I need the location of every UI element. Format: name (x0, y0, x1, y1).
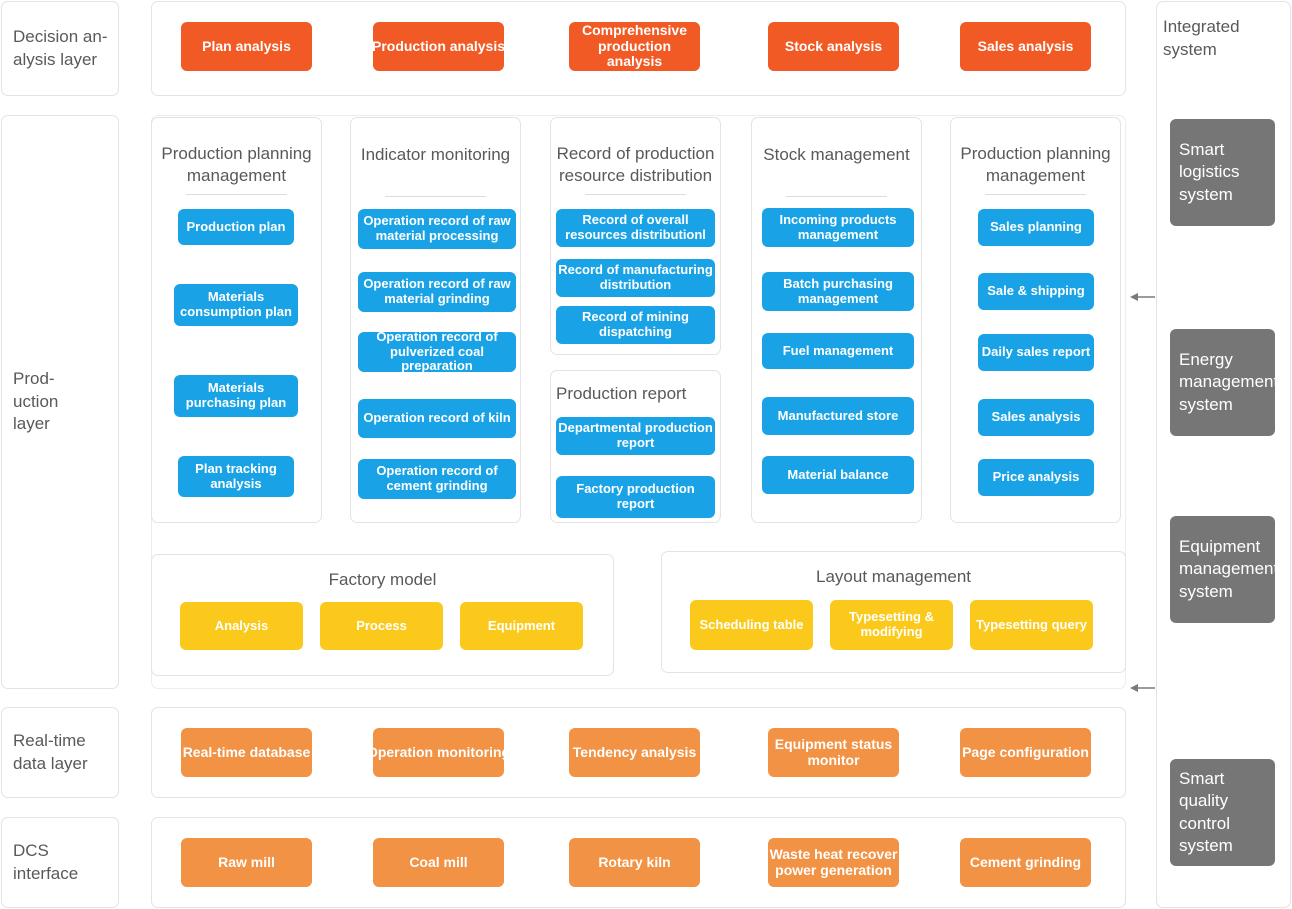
integrated-system-title: Integrated system (1163, 17, 1240, 59)
chip-equipment[interactable]: Equipment (460, 602, 583, 650)
chip-operation-record-raw-material-processing[interactable]: Operation record of raw material process… (358, 209, 516, 249)
chip-analysis[interactable]: Analysis (180, 602, 303, 650)
chip-typesetting-query[interactable]: Typesetting query (970, 600, 1093, 650)
chip-typesetting-and-modifying[interactable]: Typesetting & modifying (830, 600, 953, 650)
section-title: Production report (556, 384, 687, 403)
layout-management-title: Layout management (816, 567, 971, 586)
chip-raw-mill[interactable]: Raw mill (181, 838, 312, 887)
factory-model-title: Factory model (328, 570, 437, 589)
section-title: Production planning management (161, 144, 312, 186)
chip-operation-record-kiln[interactable]: Operation record of kiln (358, 399, 516, 438)
chip-departmental-production-report[interactable]: Departmental production report (556, 417, 715, 455)
chip-sales-planning[interactable]: Sales planning (978, 209, 1094, 246)
chip-operation-record-pulverized-coal-preparation[interactable]: Operation record of pulverized coal prep… (358, 329, 516, 373)
chip-comprehensive-production-analysis[interactable]: Comprehensive production analysis (569, 22, 700, 71)
layer-label-decision-analysis: Decision an- alysis layer (1, 1, 119, 96)
chip-page-configuration[interactable]: Page configuration (960, 728, 1091, 777)
chip-record-overall-resources-distribution[interactable]: Record of overall resources distribution… (556, 209, 715, 247)
section-title-rule (786, 196, 887, 197)
chip-operation-record-raw-material-grinding[interactable]: Operation record of raw material grindin… (358, 272, 516, 312)
layer-label-dcs-interface: DCS interface (1, 817, 119, 908)
chip-operation-record-cement-grinding[interactable]: Operation record of cement grinding (358, 459, 516, 499)
chip-sales-analysis[interactable]: Sales analysis (960, 22, 1091, 71)
chip-plan-tracking-analysis[interactable]: Plan tracking analysis (178, 456, 294, 497)
gray-box-smart-quality-control-system[interactable]: Smart quality control system (1170, 759, 1275, 866)
section-title: Stock management (763, 145, 910, 164)
section-title-rule (585, 194, 686, 195)
chip-record-manufacturing-distribution[interactable]: Record of manufacturing distribution (556, 259, 715, 297)
chip-sale-and-shipping[interactable]: Sale & shipping (978, 273, 1094, 310)
chip-process[interactable]: Process (320, 602, 443, 650)
chip-scheduling-table[interactable]: Scheduling table (690, 600, 813, 650)
chip-material-balance[interactable]: Material balance (762, 456, 914, 494)
chip-tendency-analysis[interactable]: Tendency analysis (569, 728, 700, 777)
section-production-planning-management-sales (950, 117, 1121, 523)
chip-batch-purchasing-management[interactable]: Batch purchasing management (762, 272, 914, 311)
layer-label-real-time-data: Real-time data layer (1, 707, 119, 798)
chip-materials-consumption-plan[interactable]: Materials consumption plan (174, 284, 298, 326)
chip-coal-mill[interactable]: Coal mill (373, 838, 504, 887)
layer-label-line: alysis layer (13, 49, 98, 69)
chip-cement-grinding[interactable]: Cement grinding (960, 838, 1091, 887)
chip-materials-purchasing-plan[interactable]: Materials purchasing plan (174, 375, 298, 417)
arrow-left-layout (1130, 684, 1155, 692)
layer-label-line: data layer (13, 753, 88, 773)
layer-label-line: uction (13, 391, 59, 411)
chip-stock-analysis[interactable]: Stock analysis (768, 22, 899, 71)
layer-label-line: DCS (13, 840, 49, 860)
chip-rotary-kiln[interactable]: Rotary kiln (569, 838, 700, 887)
chip-waste-heat-recover-power-generation[interactable]: Waste heat recover power generation (768, 838, 899, 887)
section-title-rule (385, 196, 486, 197)
section-title-rule (186, 194, 287, 195)
chip-production-analysis[interactable]: Production analysis (372, 22, 505, 71)
chip-fuel-management[interactable]: Fuel management (762, 333, 914, 369)
layer-label-line: interface (13, 863, 79, 883)
section-title: Record of production resource distributi… (556, 144, 715, 186)
section-title-rule (985, 194, 1086, 195)
chip-manufactured-store[interactable]: Manufactured store (762, 397, 914, 435)
chip-price-analysis[interactable]: Price analysis (978, 459, 1094, 496)
layer-label-line: Decision an- (13, 26, 108, 46)
section-title: Production planning management (960, 144, 1111, 186)
layer-label-production: Prod- uction layer (1, 115, 119, 689)
chip-production-plan[interactable]: Production plan (178, 209, 294, 245)
arrow-left-production (1130, 293, 1155, 301)
chip-operation-monitoring[interactable]: Operation monitoring (367, 728, 510, 777)
chip-daily-sales-report[interactable]: Daily sales report (978, 334, 1094, 371)
section-stock-management (751, 117, 922, 523)
chip-incoming-products-management[interactable]: Incoming products management (762, 208, 914, 247)
chip-real-time-database[interactable]: Real-time database (181, 728, 312, 777)
section-indicator-monitoring (350, 117, 521, 523)
chip-sales-analysis[interactable]: Sales analysis (978, 399, 1094, 436)
chip-factory-production-report[interactable]: Factory production report (556, 476, 715, 518)
layer-label-line: layer (13, 414, 50, 434)
gray-box-equipment-management-system[interactable]: Equipment management system (1170, 516, 1278, 623)
gray-box-energy-management-system[interactable]: Energy management system (1170, 329, 1278, 436)
section-title: Indicator monitoring (360, 145, 511, 164)
layer-label-line: Prod- (13, 369, 55, 389)
chip-record-mining-dispatching[interactable]: Record of mining dispatching (556, 306, 715, 344)
chip-equipment-status-monitor[interactable]: Equipment status monitor (768, 728, 899, 777)
gray-box-smart-logistics-system[interactable]: Smart logistics system (1170, 119, 1275, 226)
chip-plan-analysis[interactable]: Plan analysis (181, 22, 312, 71)
layer-label-line: Real-time (13, 730, 86, 750)
